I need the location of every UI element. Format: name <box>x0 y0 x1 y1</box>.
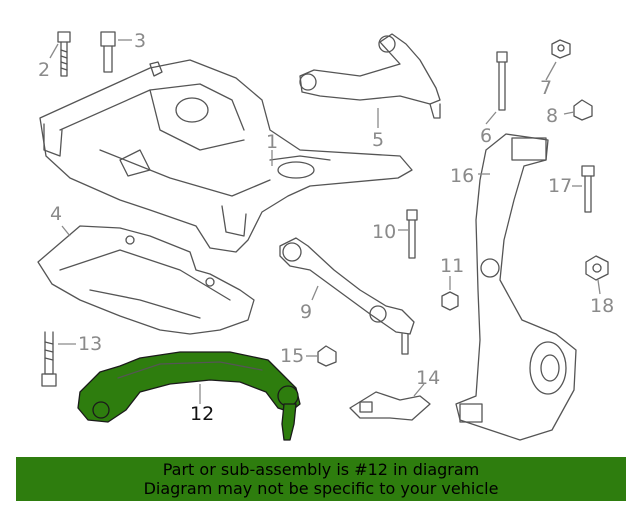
part-9-lower-arm <box>279 237 415 355</box>
part-14-bracket <box>349 391 431 421</box>
callout-1: 1 <box>266 131 278 153</box>
banner-line-2: Diagram may not be specific to your vehi… <box>143 479 499 498</box>
callout-16: 16 <box>450 165 474 187</box>
callout-4: 4 <box>50 203 62 225</box>
part-7-nut <box>551 39 571 59</box>
part-15-nut <box>317 345 337 367</box>
callout-10: 10 <box>372 221 396 243</box>
callout-9: 9 <box>300 301 312 323</box>
part-16-knuckle <box>455 133 577 441</box>
part-1-subframe <box>39 59 413 253</box>
banner-line-1: Part or sub-assembly is #12 in diagram <box>162 460 480 479</box>
callout-13: 13 <box>78 333 102 355</box>
info-banner: Part or sub-assembly is #12 in diagram D… <box>16 457 626 501</box>
part-13-bolt <box>41 331 57 387</box>
part-12-lower-control-arm[interactable] <box>77 351 301 441</box>
part-18-nut <box>585 255 609 281</box>
leader-lines <box>49 39 601 404</box>
part-4-splash-shield <box>37 225 255 335</box>
callout-2: 2 <box>38 59 50 81</box>
part-2-bolt <box>57 31 71 77</box>
callout-14: 14 <box>416 367 440 389</box>
part-6-bolt <box>496 51 508 111</box>
part-3-bolt <box>100 31 116 73</box>
part-8-nut <box>573 99 593 121</box>
part-17-bolt <box>581 165 595 213</box>
part-5-upper-arm <box>299 33 441 119</box>
callout-8: 8 <box>546 105 558 127</box>
callout-11: 11 <box>440 255 464 277</box>
callout-6: 6 <box>480 125 492 147</box>
callout-17: 17 <box>548 175 572 197</box>
callout-5: 5 <box>372 129 384 151</box>
callout-12: 12 <box>190 403 214 425</box>
callout-15: 15 <box>280 345 304 367</box>
callout-18: 18 <box>590 295 614 317</box>
part-11-nut <box>441 291 459 311</box>
callout-3: 3 <box>134 30 146 52</box>
callout-7: 7 <box>540 77 552 99</box>
callout-labels: 1 2 3 4 5 6 7 8 9 10 11 12 13 14 15 16 1… <box>38 30 614 425</box>
part-10-bolt <box>406 209 418 259</box>
